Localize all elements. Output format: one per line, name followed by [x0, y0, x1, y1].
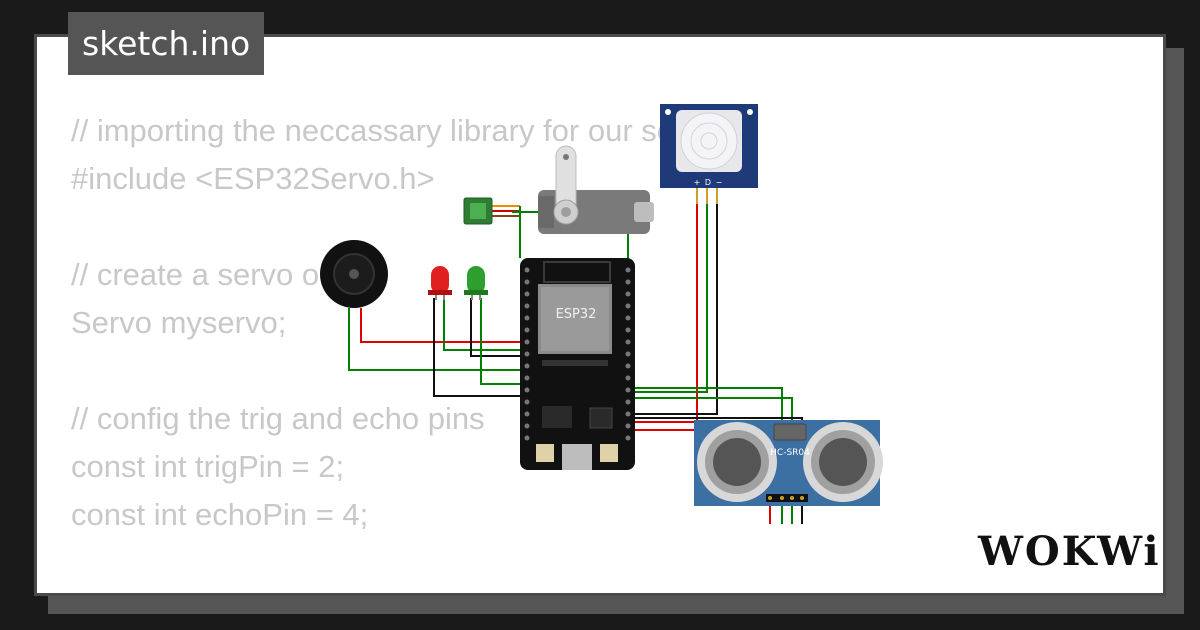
wire-pir-green	[630, 204, 708, 393]
wire-led-green-black	[470, 298, 522, 357]
wire-led-red-green	[443, 298, 522, 351]
wire-buzzer-red	[360, 308, 522, 343]
led-red	[428, 266, 452, 300]
led-green	[464, 266, 488, 300]
code-line: #include <ESP32Servo.h>	[71, 161, 435, 196]
ultrasonic-label: HC-SR04	[770, 448, 810, 458]
pir-pin-d: D	[705, 178, 711, 187]
wire-led-red-black	[433, 298, 522, 397]
wire-pir-black	[630, 204, 718, 415]
servo-motor	[463, 145, 654, 234]
code-line: const int trigPin = 2;	[71, 449, 345, 484]
buzzer	[320, 240, 388, 308]
pir-pin-minus: −	[716, 178, 723, 187]
esp32-label: ESP32	[556, 307, 597, 322]
file-tab[interactable]: sketch.ino	[68, 12, 265, 75]
esp32-left-header	[524, 267, 530, 441]
code-line: const int echoPin = 4;	[71, 497, 369, 532]
code-line: // config the trig and echo pins	[71, 401, 485, 436]
code-editor: // importing the neccassary library for …	[71, 107, 717, 593]
wire-pir-red	[630, 204, 698, 423]
wokwi-logo: WOKWi	[978, 528, 1161, 575]
code-line: Servo myservo;	[71, 305, 287, 340]
esp32-board: ESP32	[520, 258, 635, 470]
esp32-right-header	[625, 267, 631, 441]
ultrasonic-sensor: HC-SR04	[694, 420, 883, 506]
pir-sensor: + D −	[660, 104, 758, 204]
pir-pin-plus: +	[694, 178, 701, 187]
wire-buzzer-green	[348, 308, 522, 371]
